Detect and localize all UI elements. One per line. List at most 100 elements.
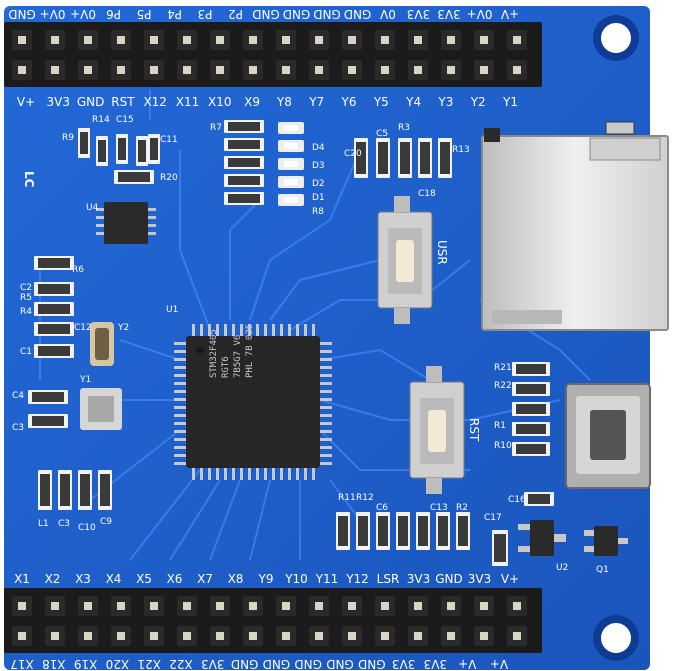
header-pin[interactable] — [51, 36, 59, 44]
usr-button[interactable] — [377, 196, 433, 324]
header-pin[interactable] — [513, 66, 521, 74]
ref-label: C1 — [20, 347, 32, 357]
header-pin[interactable] — [150, 632, 158, 640]
pin-label: V+ — [458, 657, 476, 671]
header-pin[interactable] — [480, 36, 488, 44]
header-pin[interactable] — [513, 632, 521, 640]
header-pin[interactable] — [480, 66, 488, 74]
header-pin[interactable] — [381, 602, 389, 610]
ref-label: C3 — [12, 423, 24, 433]
header-pin[interactable] — [414, 632, 422, 640]
header-pin[interactable] — [249, 602, 257, 610]
header-pin[interactable] — [183, 632, 191, 640]
header-pin[interactable] — [513, 602, 521, 610]
header-pin[interactable] — [381, 66, 389, 74]
header-pin[interactable] — [117, 36, 125, 44]
header-pin[interactable] — [183, 602, 191, 610]
sd-card-slot[interactable] — [481, 121, 669, 331]
rst-button[interactable] — [409, 366, 465, 494]
ref-label: C6 — [376, 503, 388, 513]
header-pin[interactable] — [249, 36, 257, 44]
header-pin[interactable] — [414, 602, 422, 610]
header-pin[interactable] — [117, 66, 125, 74]
pin-label: X10 — [208, 95, 232, 109]
header-pin[interactable] — [480, 602, 488, 610]
pin-label: X22 — [169, 657, 193, 671]
header-pin[interactable] — [513, 36, 521, 44]
pin-label: X20 — [106, 657, 130, 671]
pin-label: 0V+ — [40, 7, 66, 21]
header-pin[interactable] — [51, 602, 59, 610]
header-pin[interactable] — [18, 632, 26, 640]
header-pin[interactable] — [348, 36, 356, 44]
pin-label: X6 — [167, 572, 183, 586]
pin-label: X8 — [228, 572, 244, 586]
pin-label: LSR — [377, 572, 400, 586]
header-pin[interactable] — [447, 632, 455, 640]
ref-label: D4 — [312, 143, 325, 153]
pin-label: X11 — [176, 95, 200, 109]
header-pin[interactable] — [414, 36, 422, 44]
micro-usb-port[interactable] — [565, 383, 651, 489]
header-pin[interactable] — [84, 36, 92, 44]
header-pin[interactable] — [216, 602, 224, 610]
header-pin[interactable] — [18, 602, 26, 610]
header-pin[interactable] — [348, 66, 356, 74]
header-pin[interactable] — [480, 632, 488, 640]
header-pin[interactable] — [216, 632, 224, 640]
header-pin[interactable] — [447, 36, 455, 44]
header-pin[interactable] — [381, 632, 389, 640]
pin-label: Y3 — [437, 95, 453, 109]
header-pin[interactable] — [315, 66, 323, 74]
header-pin[interactable] — [414, 66, 422, 74]
pin-label: X17 — [10, 657, 34, 671]
header-pin[interactable] — [249, 632, 257, 640]
header-pin[interactable] — [117, 632, 125, 640]
header-pin[interactable] — [282, 36, 290, 44]
header-pin[interactable] — [315, 36, 323, 44]
header-pin[interactable] — [315, 602, 323, 610]
ref-label: R6 — [72, 265, 84, 275]
header-pin[interactable] — [348, 632, 356, 640]
mcu-marking: STM32F405 — [209, 329, 219, 378]
header-pin[interactable] — [150, 602, 158, 610]
header-pin[interactable] — [348, 602, 356, 610]
transistor-q1 — [584, 526, 628, 556]
header-pin[interactable] — [84, 602, 92, 610]
top-pin-header[interactable] — [4, 22, 542, 87]
pin-label: X3 — [75, 572, 91, 586]
header-pin[interactable] — [84, 66, 92, 74]
bottom-pin-header[interactable] — [4, 588, 542, 653]
pin-label: P3 — [198, 7, 213, 21]
header-pin[interactable] — [249, 66, 257, 74]
header-pin[interactable] — [282, 602, 290, 610]
header-pin[interactable] — [150, 66, 158, 74]
header-pin[interactable] — [117, 602, 125, 610]
pin-label: V+ — [501, 572, 519, 586]
header-pin[interactable] — [315, 632, 323, 640]
header-pin[interactable] — [216, 66, 224, 74]
header-pin[interactable] — [183, 66, 191, 74]
header-pin[interactable] — [282, 66, 290, 74]
ref-label: R22 — [494, 381, 512, 391]
ref-labels: R9 R14 C15 C11 R20 U4 R6 R5 C2 R4 C1 C12… — [12, 115, 609, 575]
ref-label: R8 — [312, 207, 324, 217]
header-pin[interactable] — [18, 36, 26, 44]
header-pin[interactable] — [282, 632, 290, 640]
header-pin[interactable] — [150, 36, 158, 44]
header-pin[interactable] — [447, 66, 455, 74]
header-pin[interactable] — [51, 632, 59, 640]
ref-label: U1 — [166, 305, 178, 315]
header-pin[interactable] — [381, 36, 389, 44]
header-pin[interactable] — [216, 36, 224, 44]
ref-label: R1 — [494, 421, 506, 431]
ref-label: R13 — [452, 145, 470, 155]
ref-label: C18 — [418, 189, 436, 199]
header-pin[interactable] — [51, 66, 59, 74]
pin-label: GND — [231, 657, 259, 671]
header-pin[interactable] — [84, 632, 92, 640]
header-pin[interactable] — [447, 602, 455, 610]
pin-label: Y9 — [258, 572, 274, 586]
header-pin[interactable] — [18, 66, 26, 74]
header-pin[interactable] — [183, 36, 191, 44]
